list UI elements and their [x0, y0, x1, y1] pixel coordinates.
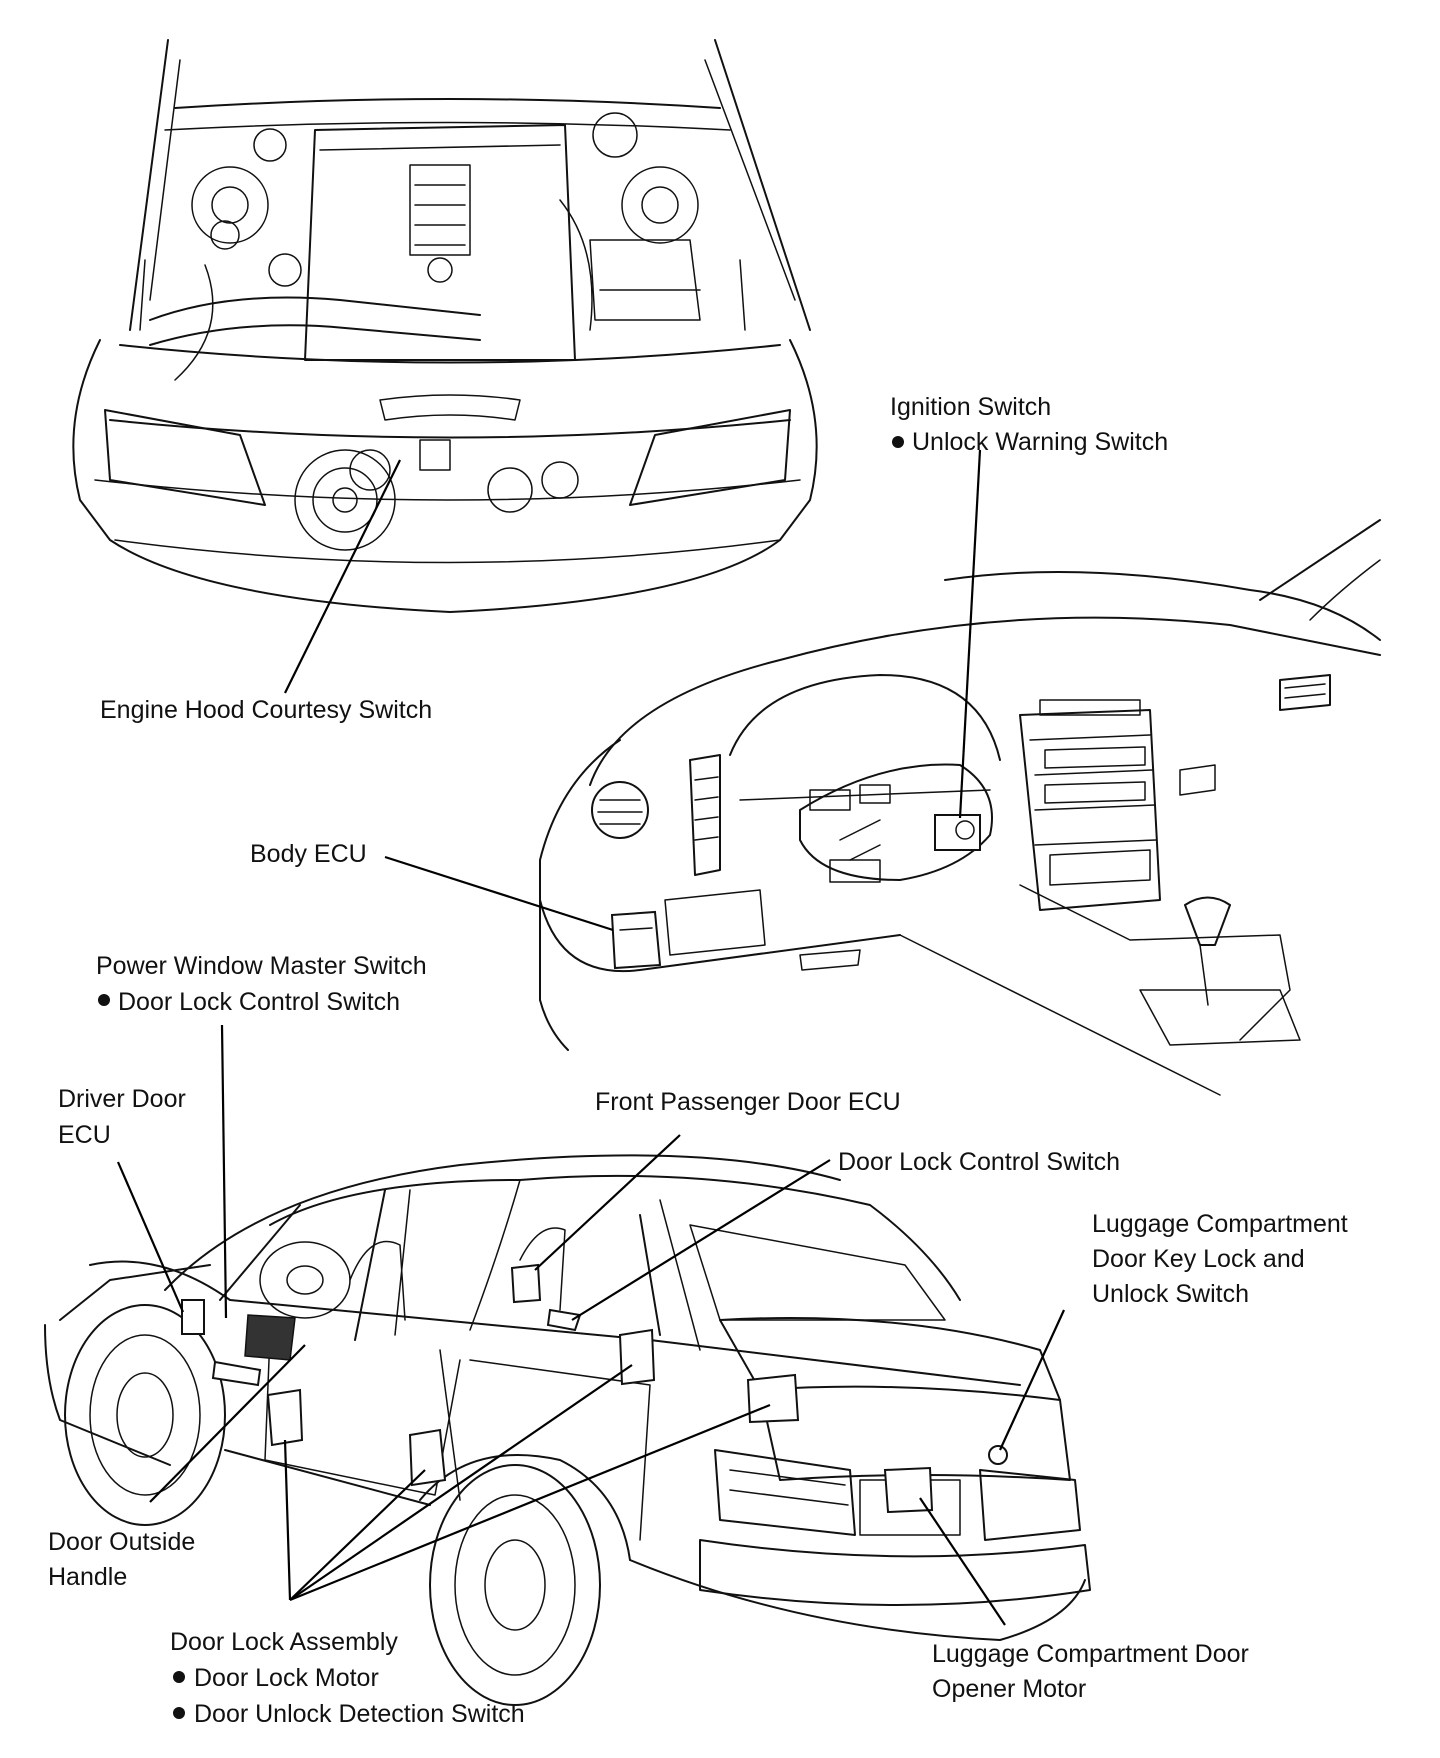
label-driver-door-ecu-line1: Driver Door	[58, 1085, 186, 1113]
bullet-icon	[173, 1671, 185, 1683]
label-driver-door-ecu-line2: ECU	[58, 1121, 111, 1149]
label-luggage-key-lock-line2: Door Key Lock and	[1092, 1245, 1305, 1273]
label-door-outside-handle-line2: Handle	[48, 1563, 127, 1591]
driver-door-ecu-part	[181, 1299, 205, 1335]
power-window-master-switch-part	[244, 1314, 296, 1361]
label-front-passenger-door-ecu: Front Passenger Door ECU	[595, 1088, 901, 1116]
label-door-lock-control-switch: Door Lock Control Switch	[838, 1148, 1120, 1176]
door-lock-assembly-trunk-part	[746, 1373, 800, 1424]
leader-door-lock-assembly-c	[289, 1364, 633, 1601]
dashboard-illustration	[539, 519, 1381, 1096]
bullet-icon	[892, 436, 904, 448]
label-engine-hood-courtesy-switch: Engine Hood Courtesy Switch	[100, 696, 432, 724]
leader-door-lock-assembly-b	[289, 1469, 426, 1601]
label-luggage-opener-motor-line2: Opener Motor	[932, 1675, 1086, 1703]
vehicle-rear-illustration	[44, 1154, 1091, 1706]
bullet-icon	[173, 1707, 185, 1719]
luggage-key-lock-switch-part	[988, 1445, 1008, 1465]
label-door-lock-assembly: Door Lock Assembly	[170, 1628, 398, 1656]
leader-door-lock-assembly-d	[289, 1403, 771, 1602]
label-luggage-opener-motor-line1: Luggage Compartment Door	[932, 1640, 1249, 1668]
label-door-lock-control-switch-sub: Door Lock Control Switch	[118, 988, 400, 1016]
leader-luggage-opener-motor	[919, 1497, 1006, 1626]
label-door-unlock-detection-switch: Door Unlock Detection Switch	[194, 1700, 525, 1728]
leader-luggage-key-lock-switch	[998, 1309, 1066, 1451]
label-ignition-switch: Ignition Switch	[890, 393, 1051, 421]
door-lock-control-switch-part	[546, 1308, 582, 1332]
leader-door-lock-control-switch	[571, 1159, 831, 1321]
door-lock-assembly-front-part	[266, 1388, 304, 1447]
leader-body-ecu	[384, 855, 614, 932]
labels: Ignition Switch Unlock Warning Switch En…	[48, 393, 1348, 1728]
leader-lines	[116, 449, 1066, 1626]
door-outside-handle-part	[211, 1360, 262, 1387]
label-door-outside-handle-line1: Door Outside	[48, 1528, 195, 1556]
leader-engine-hood-courtesy-switch	[284, 459, 401, 694]
bullet-icon	[98, 994, 110, 1006]
engine-compartment-illustration	[72, 39, 818, 613]
label-power-window-master-switch: Power Window Master Switch	[96, 952, 427, 980]
front-passenger-door-ecu-part	[510, 1263, 542, 1304]
luggage-opener-motor-part	[883, 1466, 934, 1514]
label-body-ecu: Body ECU	[250, 840, 367, 868]
door-lock-assembly-rear-left-part	[408, 1428, 447, 1487]
leader-door-lock-assembly-a	[283, 1439, 292, 1601]
leader-power-window-master-switch	[220, 1024, 228, 1319]
leader-front-passenger-door-ecu	[534, 1134, 681, 1271]
leader-door-outside-handle	[149, 1344, 306, 1503]
door-lock-assembly-rear-part	[618, 1328, 656, 1386]
leader-driver-door-ecu	[116, 1161, 185, 1313]
label-luggage-key-lock-line3: Unlock Switch	[1092, 1280, 1249, 1308]
label-unlock-warning-switch: Unlock Warning Switch	[912, 428, 1168, 456]
leader-ignition-switch	[958, 449, 982, 819]
label-luggage-key-lock-line1: Luggage Compartment	[1092, 1210, 1348, 1238]
label-door-lock-motor: Door Lock Motor	[194, 1664, 379, 1692]
